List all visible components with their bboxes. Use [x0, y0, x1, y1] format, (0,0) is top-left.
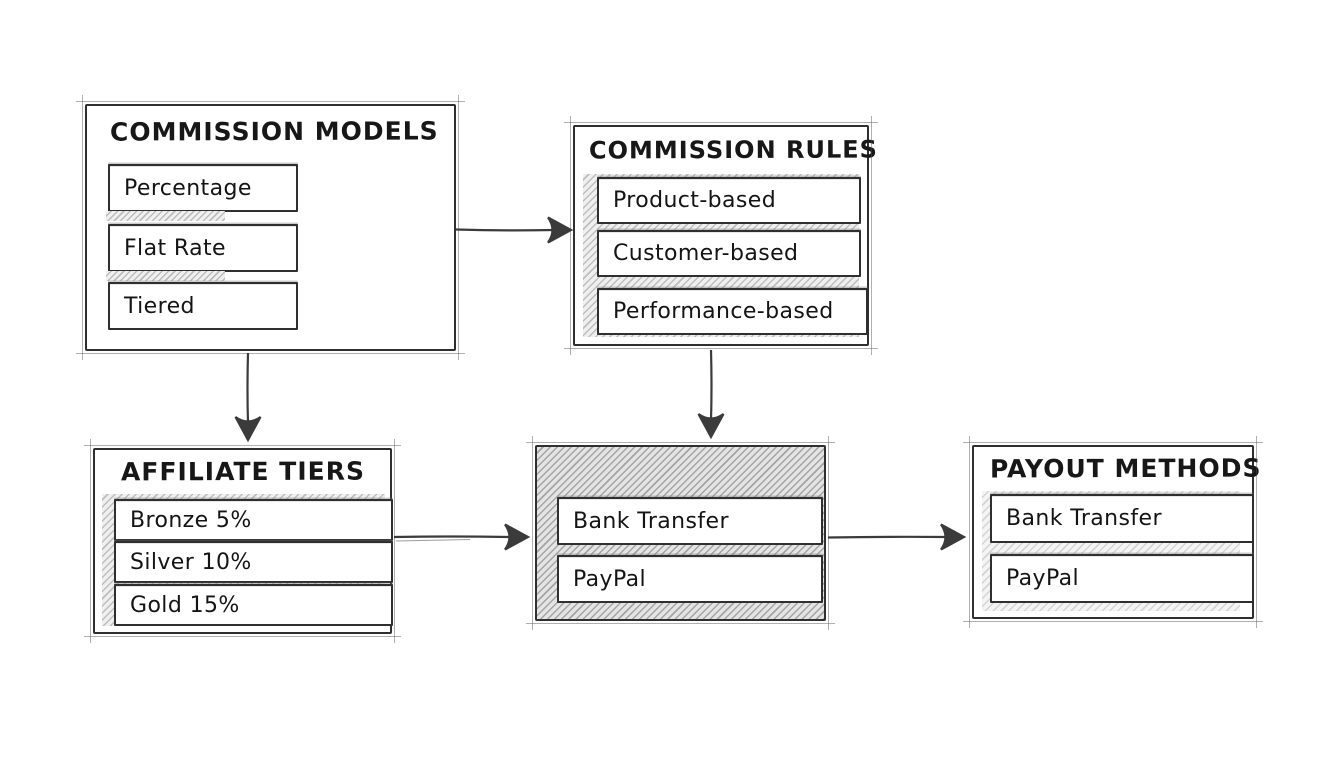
item-bank-transfer: Bank Transfer	[990, 494, 1254, 543]
arrow-models-to-rules	[455, 216, 574, 244]
item-silver-10: Silver 10%	[114, 541, 393, 583]
item-flat-rate: Flat Rate	[106, 224, 298, 281]
arrow-models-to-tiers	[234, 352, 262, 443]
item-percentage: Percentage	[106, 164, 298, 221]
box-title-commission-models: COMMISSION MODELS	[109, 116, 439, 147]
item-paypal: PayPal	[990, 554, 1254, 603]
box-title-payout-methods: PAYOUT METHODS	[989, 453, 1262, 484]
item-customer-based: Customer-based	[597, 230, 861, 277]
arrow-payment-to-payout	[827, 523, 967, 551]
arrow-tiers-to-payment	[393, 523, 531, 551]
item-product-based: Product-based	[597, 177, 861, 224]
item-gold-15: Gold 15%	[114, 584, 393, 626]
box-title-commission-rules: COMMISSION RULES	[588, 135, 878, 165]
arrow-rules-to-payment	[697, 349, 725, 440]
item-paypal: PayPal	[557, 555, 823, 603]
item-bank-transfer: Bank Transfer	[557, 497, 823, 545]
item-tiered: Tiered	[108, 282, 298, 330]
box-title-affiliate-tiers: AFFILIATE TIERS	[120, 456, 366, 487]
item-performance-based: Performance-based	[597, 288, 868, 335]
box-affiliate-tiers: AFFILIATE TIERS Bronze 5% Silver 10% Gol…	[84, 439, 401, 643]
box-payout-methods: PAYOUT METHODS Bank Transfer PayPal	[963, 436, 1263, 628]
box-payment-methods-center: Bank Transfer PayPal	[526, 436, 835, 630]
box-commission-rules: COMMISSION RULES Product-based Customer-…	[564, 116, 878, 355]
box-commission-models: COMMISSION MODELS Percentage Flat Rate T…	[76, 95, 465, 360]
item-bronze-5: Bronze 5%	[114, 499, 393, 541]
